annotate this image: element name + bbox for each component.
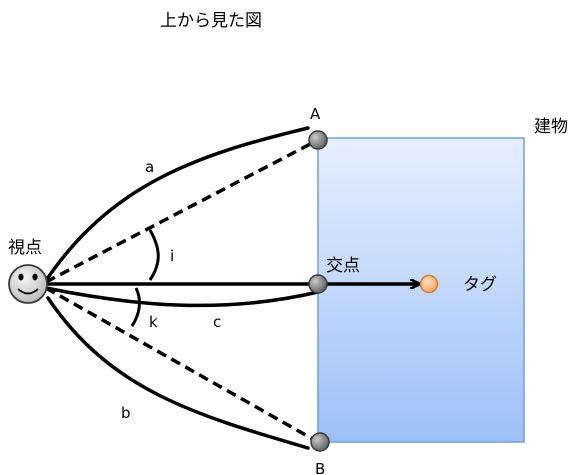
angle-k-label: k — [149, 313, 158, 331]
viewpoint-label: 視点 — [8, 238, 42, 258]
point-a-label: A — [310, 105, 321, 123]
node-b — [310, 432, 330, 452]
tag-dot — [419, 274, 439, 294]
node-intersection — [308, 274, 328, 294]
curve-b — [46, 296, 310, 450]
dashed-line-to-a — [45, 138, 319, 284]
angle-arc-k — [130, 287, 141, 327]
diagram-title: 上から見た図 — [160, 11, 262, 31]
intersection-label: 交点 — [326, 256, 360, 276]
angle-arc-i — [148, 229, 160, 281]
point-b-label: B — [315, 460, 325, 475]
curve-b-label: b — [121, 404, 131, 422]
viewpoint-face-icon — [8, 264, 48, 304]
curve-a — [43, 126, 310, 284]
dashed-line-to-b — [45, 286, 319, 444]
building-label: 建物 — [534, 117, 568, 137]
angle-i-label: i — [170, 247, 174, 265]
tag-label: タグ — [463, 275, 497, 295]
curve-c-label: c — [213, 313, 221, 331]
building-rect — [317, 137, 525, 443]
node-a — [308, 130, 328, 150]
curve-c — [44, 286, 320, 308]
curve-a-label: a — [145, 158, 154, 176]
